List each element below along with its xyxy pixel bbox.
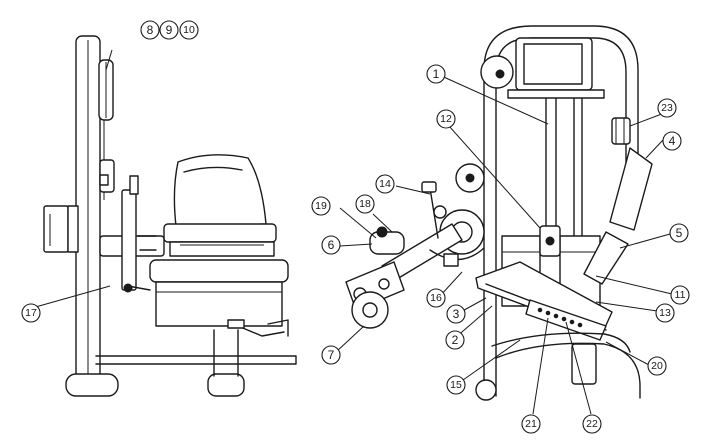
callout-6: 6 <box>321 235 341 255</box>
callout-19: 19 <box>311 196 331 216</box>
svg-text:23: 23 <box>661 102 673 114</box>
side-view-machine <box>43 35 297 397</box>
svg-text:17: 17 <box>25 307 37 319</box>
callout-10: 10 <box>179 20 199 40</box>
svg-text:22: 22 <box>586 418 598 430</box>
callout-8: 8 <box>140 20 160 40</box>
callout-14: 14 <box>375 174 395 194</box>
svg-text:13: 13 <box>659 307 671 319</box>
svg-text:20: 20 <box>651 360 663 372</box>
svg-text:2: 2 <box>452 333 459 347</box>
svg-text:9: 9 <box>166 23 173 37</box>
svg-text:6: 6 <box>328 238 335 252</box>
seat-adjust-holes <box>537 307 583 328</box>
callout-11: 11 <box>670 285 690 305</box>
callout-20: 20 <box>647 356 667 376</box>
svg-text:3: 3 <box>453 307 460 321</box>
svg-text:16: 16 <box>430 292 442 304</box>
svg-text:12: 12 <box>440 113 452 125</box>
callout-13: 13 <box>655 303 675 323</box>
callout-3: 3 <box>446 304 466 324</box>
svg-text:4: 4 <box>669 134 676 148</box>
svg-text:8: 8 <box>147 23 154 37</box>
callout-23: 23 <box>657 98 677 118</box>
callout-2: 2 <box>445 330 465 350</box>
callout-17: 17 <box>21 303 41 323</box>
front-view-machine <box>345 25 653 401</box>
svg-text:14: 14 <box>379 178 391 190</box>
svg-text:1: 1 <box>433 67 440 81</box>
svg-text:15: 15 <box>450 379 462 391</box>
callout-7: 7 <box>321 345 341 365</box>
callout-4: 4 <box>662 131 682 151</box>
callout-12: 12 <box>436 109 456 129</box>
svg-text:19: 19 <box>315 200 327 212</box>
svg-text:11: 11 <box>675 289 686 301</box>
svg-text:21: 21 <box>525 418 537 430</box>
leader-lines <box>31 49 673 415</box>
svg-text:5: 5 <box>676 226 683 240</box>
callout-18: 18 <box>355 194 375 214</box>
callout-21: 21 <box>521 414 541 434</box>
callout-9: 9 <box>159 20 179 40</box>
callout-1: 1 <box>426 64 446 84</box>
callout-15: 15 <box>446 375 466 395</box>
callout-16: 16 <box>426 288 446 308</box>
svg-text:10: 10 <box>183 24 195 36</box>
callout-22: 22 <box>582 414 602 434</box>
callout-5: 5 <box>669 223 689 243</box>
svg-text:7: 7 <box>328 348 335 362</box>
svg-text:18: 18 <box>359 198 371 210</box>
